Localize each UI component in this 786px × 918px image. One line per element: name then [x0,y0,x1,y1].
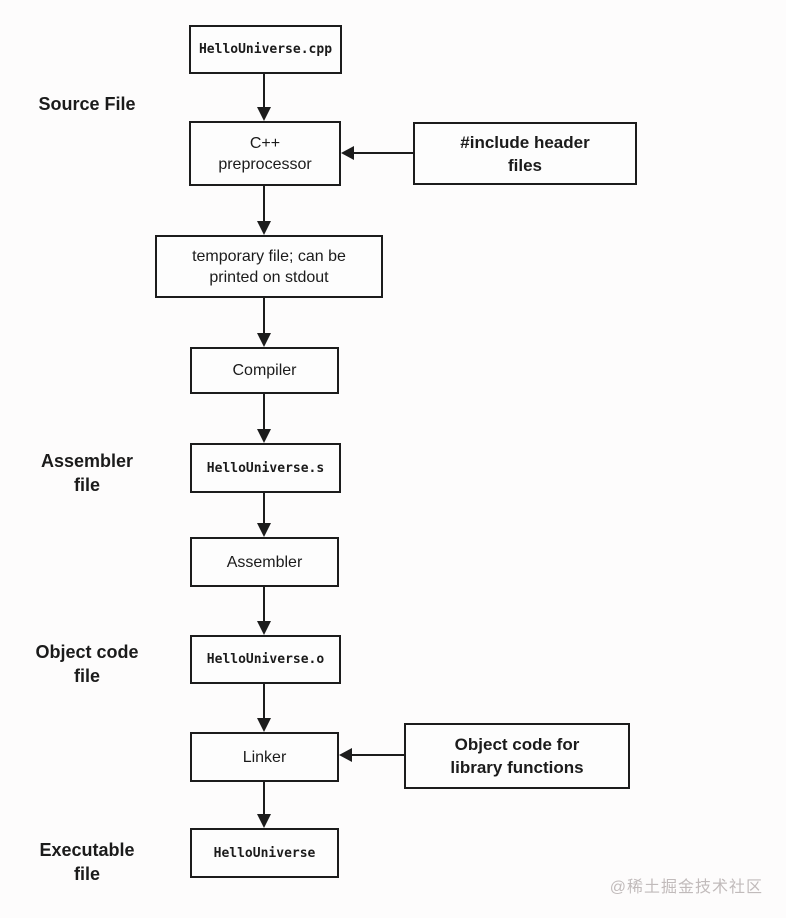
arrow-line [263,684,265,719]
arrow-line [263,74,265,109]
arrow-down-icon [257,523,271,537]
arrow-down-icon [257,107,271,121]
node-hellouniverse-exe: HelloUniverse [190,828,339,878]
arrow-line [263,782,265,815]
node-assembler: Assembler [190,537,339,587]
arrow-down-icon [257,429,271,443]
node-object-code-library: Object code for library functions [404,723,630,789]
node-cpp-preprocessor: C++ preprocessor [189,121,341,186]
arrow-line [263,587,265,622]
node-hellouniverse-s: HelloUniverse.s [190,443,341,493]
arrow-down-icon [257,814,271,828]
arrow-down-icon [257,221,271,235]
arrow-left-icon [339,748,352,762]
label-assembler-file: Assembler file [40,451,134,495]
node-compiler: Compiler [190,347,339,394]
label-executable-file: Executable file [39,840,135,884]
arrow-line [263,493,265,524]
watermark-text: @稀土掘金技术社区 [609,879,763,896]
arrow-left-icon [341,146,354,160]
arrow-line [350,754,404,756]
label-source-file: Source File [38,94,136,114]
arrow-line [263,298,265,334]
arrow-down-icon [257,333,271,347]
node-linker: Linker [190,732,339,782]
arrow-down-icon [257,718,271,732]
arrow-down-icon [257,621,271,635]
arrow-line [263,394,265,430]
arrow-line [352,152,413,154]
node-include-header-files: #include header files [413,122,637,185]
label-object-code-file: Object code file [35,642,139,686]
node-temporary-file: temporary file; can be printed on stdout [155,235,383,298]
arrow-line [263,186,265,222]
node-hellouniverse-o: HelloUniverse.o [190,635,341,684]
node-hellouniverse-cpp: HelloUniverse.cpp [189,25,342,74]
